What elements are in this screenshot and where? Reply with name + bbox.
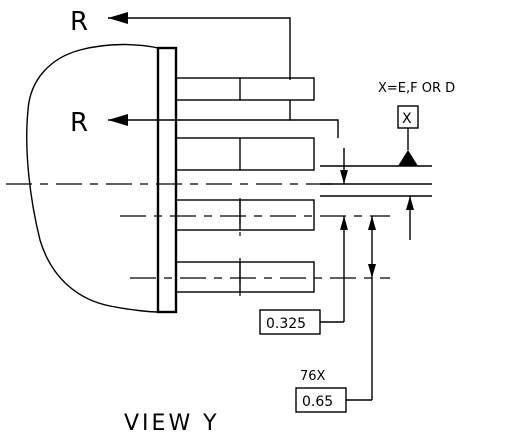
datum-box: [397, 105, 419, 129]
lead-4: [175, 261, 315, 293]
lead-2: [175, 137, 315, 171]
section-label-bottom: R: [70, 108, 88, 138]
flange-plate: [156, 46, 178, 314]
section-label-top: R: [70, 7, 88, 37]
datum-letter: X: [402, 111, 412, 127]
arrow-pitch-top: [368, 216, 376, 230]
dim-offset-text: 0.325: [266, 316, 306, 332]
section-arrow-bottom: [108, 100, 339, 138]
lead-1: [175, 77, 315, 101]
datum-note: X=E,F OR D: [378, 81, 455, 96]
dim-pitch-text: 0.65: [302, 394, 333, 410]
arrow-offset-bottom: [406, 196, 414, 210]
arrow-offset-top: [340, 170, 348, 184]
package-body-outline: [26, 43, 159, 313]
section-arrow-top: [108, 12, 291, 80]
lead-3: [175, 199, 315, 231]
dim-offset-box: [259, 309, 321, 335]
datum-triangle: [398, 150, 418, 166]
dim-pitch-box: [295, 387, 347, 413]
pitch-count: 76X: [300, 369, 326, 384]
view-title: VIEW Y: [124, 411, 220, 436]
arrow-pitch-bottom: [368, 264, 376, 278]
